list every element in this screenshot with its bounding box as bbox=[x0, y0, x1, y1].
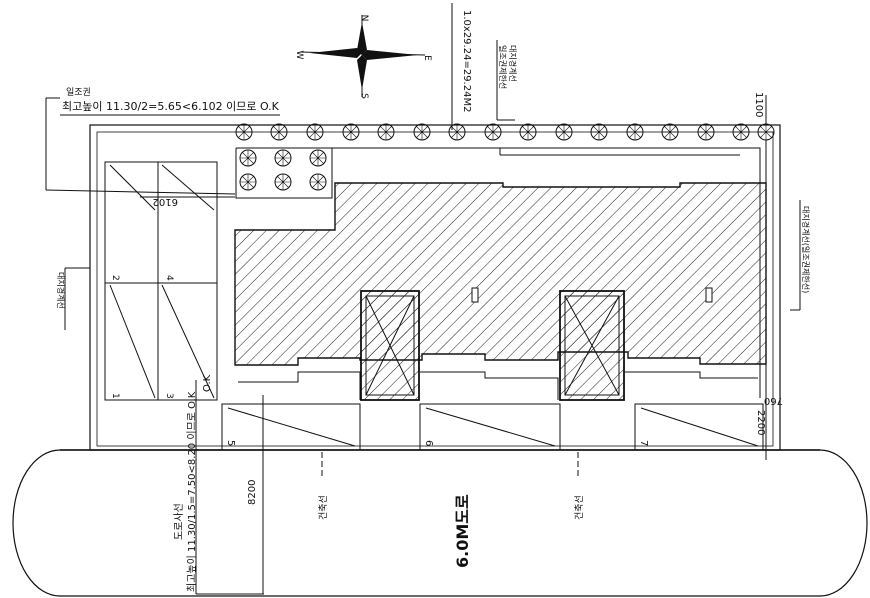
tree-row bbox=[235, 123, 775, 191]
area-formula: 1.0x29.24=29.24M2 bbox=[461, 10, 472, 112]
compass: N S W E bbox=[294, 15, 432, 100]
building-line-label-2: 건축선 bbox=[574, 495, 585, 520]
inner-boundary bbox=[96, 131, 774, 447]
building-footprint bbox=[234, 182, 767, 366]
tree-icon bbox=[626, 123, 644, 141]
compass-south: S bbox=[359, 93, 369, 99]
compass-east: E bbox=[422, 55, 432, 61]
tree-icon bbox=[555, 123, 573, 141]
road-slant-notes: 도로사선 최고높이 11.30/1.5=7.50<8.20 이므로 O.K O.… bbox=[173, 374, 264, 595]
tree-icon bbox=[309, 173, 327, 191]
tree-icon bbox=[448, 123, 466, 141]
road-6m bbox=[12, 449, 868, 597]
tree-icon bbox=[342, 123, 360, 141]
ok-label: O.K bbox=[202, 374, 213, 392]
road-line-title: 도로사선 bbox=[173, 503, 185, 540]
tree-icon bbox=[484, 123, 502, 141]
parking-6: 6 bbox=[423, 440, 434, 446]
tree-icon bbox=[239, 149, 257, 167]
boundary-left-label: 대지경계선 bbox=[56, 272, 66, 309]
core-left bbox=[360, 290, 420, 401]
dimension-2200: 2200 bbox=[755, 410, 766, 435]
tree-icon bbox=[377, 123, 395, 141]
dimension-760: 760 bbox=[764, 395, 783, 406]
parking-4: 4 bbox=[164, 275, 174, 281]
tree-icon bbox=[413, 123, 431, 141]
compass-north: N bbox=[359, 15, 369, 22]
tree-icon bbox=[270, 123, 288, 141]
sunlight-title: 일조권 bbox=[66, 86, 91, 98]
boundary-right-label: 대지경계선(일조권제한선) bbox=[801, 206, 811, 293]
parking-2: 2 bbox=[110, 275, 120, 281]
tree-icon bbox=[274, 149, 292, 167]
height-limit-notes: 일조권 최고높이 11.30/2=5.65<6.102 이므로 O.K bbox=[45, 86, 280, 195]
parking-3: 3 bbox=[164, 393, 174, 399]
window-marker bbox=[705, 287, 713, 303]
tree-icon bbox=[306, 123, 324, 141]
parking-5: 5 bbox=[225, 440, 236, 446]
parking-1: 1 bbox=[110, 393, 120, 399]
compass-west: W bbox=[294, 51, 304, 60]
tree-icon bbox=[309, 149, 327, 167]
tree-icon bbox=[661, 123, 679, 141]
window-marker bbox=[471, 287, 479, 303]
tree-icon bbox=[732, 123, 750, 141]
tree-icon bbox=[239, 173, 257, 191]
road-label: 6.0M도로 bbox=[453, 494, 472, 568]
tree-icon bbox=[697, 123, 715, 141]
dimension-8200: 8200 bbox=[247, 480, 258, 505]
building-perimeter-line bbox=[238, 371, 758, 400]
tree-icon bbox=[519, 123, 537, 141]
tree-icon bbox=[590, 123, 608, 141]
boundary-label-top: 대지경계선 bbox=[508, 45, 518, 82]
boundary-label-top-2: 일조권제한선 bbox=[498, 45, 508, 89]
tree-icon bbox=[757, 123, 775, 141]
road-line-check: 최고높이 11.30/1.5=7.50<8.20 이므로 O.K bbox=[186, 391, 198, 592]
parking-7: 7 bbox=[638, 440, 649, 446]
tree-icon bbox=[274, 173, 292, 191]
dimension-1100: 1100 bbox=[753, 92, 764, 117]
tree-icon bbox=[235, 123, 253, 141]
parking-area-left: 1 2 3 4 bbox=[104, 161, 218, 401]
sunlight-height-check: 최고높이 11.30/2=5.65<6.102 이므로 O.K bbox=[62, 100, 280, 113]
area-note: 1.0x29.24=29.24M2 대지경계선 일조권제한선 bbox=[451, 3, 518, 130]
dimension-6102: 6102 bbox=[153, 196, 178, 207]
parking-area-front: 5 6 7 bbox=[221, 403, 764, 451]
core-right bbox=[559, 290, 625, 401]
building-line-label-1: 건축선 bbox=[318, 495, 329, 520]
